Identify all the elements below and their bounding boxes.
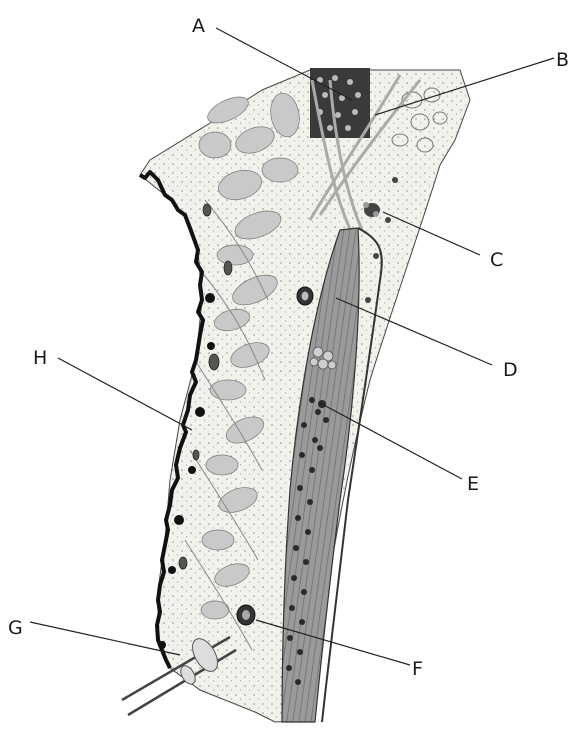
- label-c: C: [490, 249, 503, 271]
- label-e: E: [467, 473, 479, 495]
- label-d: D: [503, 359, 518, 381]
- label-f: F: [412, 658, 423, 680]
- label-a: A: [192, 15, 205, 37]
- leader-h: [58, 358, 192, 430]
- label-h: H: [33, 347, 47, 369]
- vessel-f-inner: [242, 610, 250, 620]
- label-b: B: [556, 49, 569, 71]
- vessel-d-inner: [302, 292, 309, 301]
- label-g: G: [8, 617, 23, 639]
